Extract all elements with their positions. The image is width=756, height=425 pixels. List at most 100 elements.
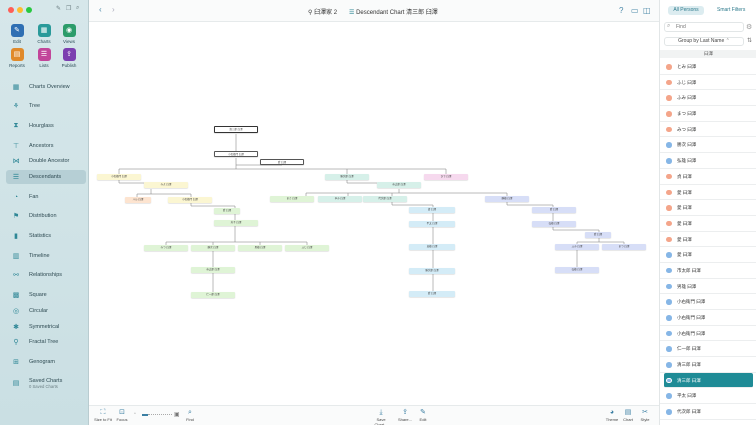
gear-icon[interactable]: ⚙ xyxy=(746,24,753,31)
style-button[interactable]: ✂ Style xyxy=(634,408,656,422)
person-list-item[interactable]: とみ 臼澤 xyxy=(660,59,756,75)
sidebar-item-statistics[interactable]: ▮Statistics xyxy=(6,229,86,243)
sidebar-item-fan[interactable]: ◔Fan xyxy=(6,190,86,204)
chart-node[interactable]: 市太郎 臼澤 xyxy=(377,182,421,188)
person-list-item[interactable]: 貞 臼澤 xyxy=(660,169,756,185)
chart-node[interactable]: 愛 臼澤 xyxy=(214,208,240,214)
chart-node[interactable]: 代次郎 臼澤 xyxy=(363,196,407,202)
zoom-in-icon[interactable]: ▣ xyxy=(174,412,180,418)
person-list-item[interactable]: 愛 臼澤 xyxy=(660,216,756,232)
sidebar-item-fractal-tree[interactable]: ⚲Fractal Tree xyxy=(6,335,86,349)
focus-button[interactable]: ⊡ Focus xyxy=(111,408,133,422)
person-list-item[interactable]: 仁一郎 臼澤 xyxy=(660,341,756,358)
person-search-input[interactable] xyxy=(664,22,744,32)
chart-node[interactable]: 愛 臼澤 xyxy=(409,291,455,297)
person-list-item[interactable]: 弘雄 臼澤 xyxy=(660,153,756,169)
person-list-item[interactable]: 清三郎 臼澤 xyxy=(660,357,756,373)
window-icon[interactable]: ▭ xyxy=(631,6,639,15)
chart-node[interactable]: まつ 臼澤 xyxy=(602,244,646,250)
chart-node[interactable]: ハル 臼澤 xyxy=(125,197,151,203)
sidebar-item-hourglass[interactable]: ⧗Hourglass xyxy=(6,119,86,133)
person-list-item[interactable]: ふじ 臼澤 xyxy=(660,75,756,91)
person-list-item[interactable]: みつ 臼澤 xyxy=(660,122,756,138)
person-list-item[interactable]: 平太 臼澤 xyxy=(660,388,756,405)
chart-node[interactable]: みつ 臼澤 xyxy=(144,245,188,251)
back-icon[interactable]: ‹ xyxy=(99,5,102,14)
tool-charts[interactable]: ▦ Charts xyxy=(33,24,55,44)
chart-node[interactable]: 平太 臼澤 xyxy=(409,221,455,227)
chart-node[interactable]: ゆみ 臼澤 xyxy=(318,196,362,202)
zoom-out-icon[interactable]: ▫ xyxy=(134,411,136,417)
tool-edit[interactable]: ✎ Edit xyxy=(6,24,28,44)
person-list-item[interactable]: 市太郎 臼澤 xyxy=(660,263,756,279)
search-icon[interactable]: ⌕ xyxy=(76,5,80,11)
chart-node[interactable]: 勝次 臼澤 xyxy=(191,245,235,251)
sidebar-item-genogram[interactable]: ⊞Genogram xyxy=(6,355,86,369)
tool-lists[interactable]: ☰ Lists xyxy=(33,48,55,68)
link-icon[interactable]: ✎ xyxy=(56,6,62,12)
person-list-item[interactable]: 男雄 臼澤 xyxy=(660,279,756,295)
all-persons-tab[interactable]: All Persons xyxy=(668,6,704,15)
chart-node[interactable]: 弘雄 臼澤 xyxy=(555,267,599,273)
sidebar-item-square[interactable]: ▩Square xyxy=(6,288,86,302)
save-chart-button[interactable]: ⤓ Save Chart... xyxy=(370,408,392,425)
chart-node[interactable]: 勝次郎 臼澤 xyxy=(409,268,455,274)
chart-node[interactable]: 愛 臼澤 xyxy=(585,232,611,238)
chart-node[interactable]: 愛 臼澤 xyxy=(532,207,576,213)
sort-icon[interactable]: ⇅ xyxy=(747,38,753,44)
chart-node-root[interactable]: 清三郎 臼澤 xyxy=(214,126,258,133)
help-icon[interactable]: ? xyxy=(619,6,624,15)
person-list-item[interactable]: まつ 臼澤 xyxy=(660,106,756,122)
chart-node[interactable]: 小右衛門 臼澤 xyxy=(214,151,258,157)
chart-node[interactable]: 勝雄 臼澤 xyxy=(485,196,529,202)
zoom-slider[interactable]: ▫ ▣ xyxy=(134,411,180,418)
bookmark-icon[interactable]: ❐ xyxy=(66,6,72,12)
chart-node[interactable]: みよ 臼澤 xyxy=(144,182,188,188)
chart-node[interactable]: 愛 臼澤 xyxy=(260,159,304,165)
chart-node[interactable]: 貞雄 臼澤 xyxy=(409,244,455,250)
tool-publish[interactable]: ⇪ Publish xyxy=(58,48,80,68)
chart-node[interactable]: 市太郎 臼澤 xyxy=(191,267,235,273)
sidebar-item-timeline[interactable]: ▥Timeline xyxy=(6,249,86,263)
sidebar-item-distribution[interactable]: ⚑Distribution xyxy=(6,209,86,223)
edit-button[interactable]: ✎ Edit xyxy=(412,408,434,422)
smart-filters-tab[interactable]: Smart Filters xyxy=(717,7,746,13)
find-button[interactable]: ⌕ Find xyxy=(179,408,201,422)
group-by-select[interactable]: Group by Last Name ⌃ xyxy=(664,37,744,46)
chart-node[interactable]: 弘雄 臼澤 xyxy=(532,221,576,227)
person-list-item[interactable]: 小右衛門 臼澤 xyxy=(660,310,756,326)
window-maximize-button[interactable] xyxy=(26,7,32,13)
sidebar-item-relationships[interactable]: ⚯Relationships xyxy=(6,268,86,282)
chart-node[interactable]: ふみ 臼澤 xyxy=(555,244,599,250)
chart-node[interactable]: 清 臼澤 xyxy=(409,207,455,213)
chart-node[interactable]: 男雄 臼澤 xyxy=(238,245,282,251)
theme-button[interactable]: ◕ Theme xyxy=(601,408,623,422)
window-minimize-button[interactable] xyxy=(17,7,23,13)
person-list-item[interactable]: 愛 臼澤 xyxy=(660,247,756,263)
person-list-item[interactable]: 小右衛門 臼澤 xyxy=(660,326,756,342)
chart-node[interactable]: 小右衛門 臼澤 xyxy=(168,197,212,203)
sidebar-toggle-icon[interactable]: ◫ xyxy=(643,6,651,15)
chart-node[interactable]: 勝次郎 臼澤 xyxy=(325,174,369,180)
person-list-item[interactable]: ふみ 臼澤 xyxy=(660,90,756,107)
person-list-item[interactable]: 愛 臼澤 xyxy=(660,200,756,216)
person-list-item[interactable]: 愛 臼澤 xyxy=(660,232,756,248)
sidebar-item-grid[interactable]: ▦Charts Overview xyxy=(6,80,86,94)
tool-reports[interactable]: ▤ Reports xyxy=(6,48,28,68)
sidebar-item-descendants[interactable]: ☰Descendants xyxy=(6,170,86,184)
chart-node[interactable]: まさ 臼澤 xyxy=(270,196,314,202)
chart-node[interactable]: 芳子 臼澤 xyxy=(214,220,258,226)
person-list-item[interactable]: 代次郎 臼澤 xyxy=(660,404,756,420)
chart-node[interactable]: 小右衛門 臼澤 xyxy=(97,174,141,180)
chart-node[interactable]: ふじ 臼澤 xyxy=(285,245,329,251)
chart-canvas[interactable]: 清三郎 臼澤 小右衛門 臼澤 愛 臼澤 小右衛門 臼澤 勝次郎 臼澤 ひで 臼澤… xyxy=(89,22,659,405)
chart-button[interactable]: ▤ Chart xyxy=(617,408,639,422)
person-list-item[interactable]: 小右衛門 臼澤 xyxy=(660,294,756,310)
share-button[interactable]: ⇪ Share... xyxy=(394,408,416,422)
size-to-fit-button[interactable]: ⛶ Size to Fit xyxy=(92,408,114,422)
chart-node[interactable]: ひで 臼澤 xyxy=(424,174,468,180)
sidebar-item-circular[interactable]: ◎Circular xyxy=(6,304,86,318)
sidebar-item-ancestors[interactable]: ⊤Ancestors xyxy=(6,139,86,153)
person-list-item[interactable]: 愛 臼澤 xyxy=(660,185,756,201)
